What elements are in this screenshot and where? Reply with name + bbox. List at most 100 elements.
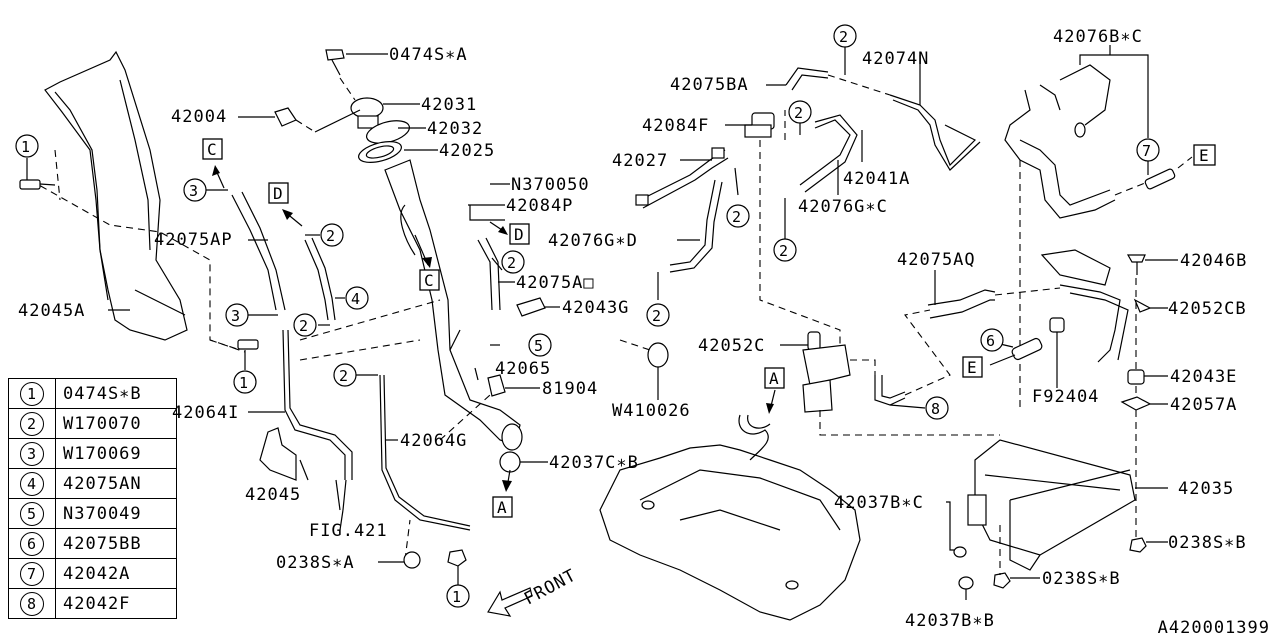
label-42035: 42035 — [1178, 479, 1234, 499]
bolt-42046b — [1126, 254, 1146, 275]
ref-arrows — [212, 165, 776, 492]
svg-text:2: 2 — [326, 227, 335, 245]
nut-bolt-1-bottom — [447, 549, 467, 567]
legend-number: 2 — [20, 411, 44, 436]
clip-81904 — [487, 374, 506, 397]
hose-42075aq — [927, 289, 996, 319]
label-42076gd: 42076G∗D — [548, 231, 638, 251]
label-42004: 42004 — [171, 107, 227, 127]
callout-3-top: 3 — [183, 178, 207, 202]
label-81904: 81904 — [542, 379, 598, 399]
filler-pipe — [384, 159, 523, 451]
legend-number: 7 — [20, 561, 44, 586]
callout-4: 4 — [345, 286, 369, 310]
label-42065: 42065 — [495, 359, 551, 379]
label-0238sb-bottom: 0238S∗B — [1042, 569, 1121, 589]
ref-box-c-top: C — [202, 138, 223, 160]
harness-42027 — [635, 147, 729, 209]
front-label: FRONT — [521, 565, 580, 609]
filler-cap-42031 — [350, 97, 384, 129]
legend-part-number: 42075AN — [55, 468, 177, 499]
label-42043e: 42043E — [1170, 367, 1237, 387]
svg-text:C: C — [424, 271, 434, 290]
callout-2-tube: 2 — [333, 363, 357, 387]
pipe-42075bb — [1011, 337, 1043, 361]
heat-shield-42045a — [44, 50, 188, 341]
svg-text:D: D — [273, 184, 283, 203]
callout-8: 8 — [925, 396, 949, 420]
svg-text:8: 8 — [931, 400, 940, 418]
label-42025: 42025 — [439, 141, 495, 161]
callout-2-mid: 2 — [293, 313, 317, 337]
clamp-42037bc — [953, 546, 967, 558]
label-42041a: 42041A — [843, 169, 910, 189]
callout-6: 6 — [980, 328, 1004, 352]
callout-1-left: 1 — [15, 134, 39, 158]
svg-text:7: 7 — [1142, 142, 1151, 160]
label-f92404: F92404 — [1032, 387, 1099, 407]
label-42064i: 42064I — [172, 403, 239, 423]
label-42076gc: 42076G∗C — [798, 197, 888, 217]
legend-part-number: 42075BB — [55, 528, 177, 559]
part-labels: 0474S∗A 42031 42004 42032 42025 N370050 … — [18, 27, 1247, 631]
tube-42064i — [282, 329, 353, 511]
label-42075ad: 42075A□ — [516, 273, 595, 293]
hose-42075ad — [477, 237, 501, 311]
legend-part-number: W170070 — [55, 408, 177, 439]
callout-2-75ad: 2 — [501, 250, 525, 274]
label-42027: 42027 — [612, 151, 668, 171]
callout-3-bottom: 3 — [225, 303, 249, 327]
label-42057a: 42057A — [1170, 395, 1237, 415]
label-w410026: W410026 — [612, 401, 691, 421]
legend-number: 6 — [20, 531, 44, 556]
label-42046b: 42046B — [1180, 251, 1247, 271]
label-42075ba: 42075BA — [670, 75, 749, 95]
callout-2-43g: 2 — [646, 303, 670, 327]
label-42037bc: 42037B∗C — [834, 493, 924, 513]
clamp-f92404 — [1049, 317, 1065, 388]
nut-0238sa — [403, 551, 421, 569]
label-42075aq: 42075AQ — [897, 250, 976, 270]
legend-number: 3 — [20, 441, 44, 466]
svg-text:E: E — [1199, 146, 1209, 165]
ref-box-a-tank: A — [764, 367, 785, 389]
callout-2-27: 2 — [726, 204, 750, 228]
legend-number: 4 — [20, 471, 44, 496]
svg-text:5: 5 — [534, 337, 543, 355]
clamp-42037bb — [958, 576, 974, 600]
legend-row: 7 42042A — [8, 558, 177, 589]
svg-text:2: 2 — [779, 242, 788, 260]
svg-text:2: 2 — [507, 254, 516, 272]
callout-2-84f: 2 — [788, 100, 812, 124]
ref-box-c-mid: C — [419, 269, 440, 291]
svg-text:4: 4 — [351, 290, 360, 308]
label-n370050: N370050 — [511, 175, 590, 195]
valve-42084f — [744, 112, 775, 138]
ref-box-d-left: D — [268, 182, 289, 204]
legend-number: 1 — [20, 381, 44, 406]
label-42084f: 42084F — [642, 116, 709, 136]
label-42037cb: 42037C∗B — [549, 453, 639, 473]
joint-42042a — [1144, 168, 1176, 190]
tube-42064g — [379, 374, 471, 531]
label-42031: 42031 — [421, 95, 477, 115]
label-42037bb: 42037B∗B — [905, 611, 995, 631]
plate-42057a — [1120, 396, 1152, 411]
callout-2-76gc: 2 — [773, 238, 797, 262]
callouts: 1 3 2 4 3 2 1 2 2 5 2 1 2 2 2 2 7 6 8 — [15, 24, 1160, 608]
label-42052cb: 42052CB — [1168, 299, 1247, 319]
legend-row: 1 0474S∗B — [8, 378, 177, 409]
svg-text:2: 2 — [339, 367, 348, 385]
fuel-tank — [599, 414, 861, 621]
svg-text:1: 1 — [239, 374, 248, 392]
callout-1-bottom: 1 — [446, 584, 470, 608]
svg-text:2: 2 — [794, 104, 803, 122]
bolt-1-mid — [237, 339, 259, 350]
svg-text:E: E — [967, 358, 977, 377]
legend-row: 6 42075BB — [8, 528, 177, 559]
tether-42004 — [274, 107, 361, 133]
svg-text:3: 3 — [231, 307, 240, 325]
label-0474sa: 0474S∗A — [389, 45, 468, 65]
ring-42025 — [358, 141, 402, 163]
